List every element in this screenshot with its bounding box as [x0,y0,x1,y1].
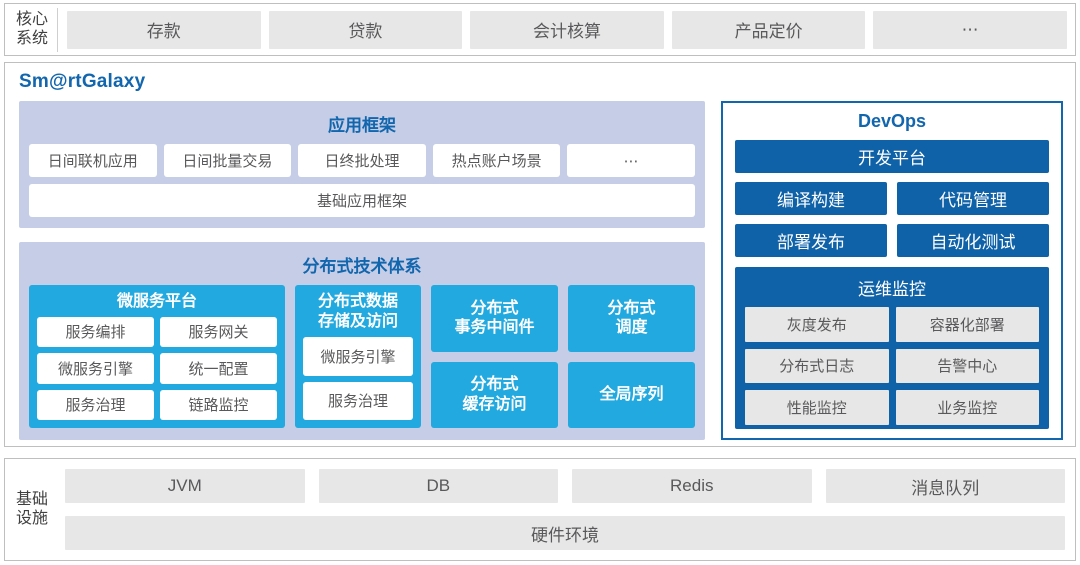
distributed-column-4: 分布式 调度 全局序列 [568,285,695,428]
infra-item-hardware-environment[interactable]: 硬件环境 [65,516,1065,550]
micro-item-service-orchestration[interactable]: 服务编排 [37,316,154,347]
microservice-platform-title: 微服务平台 [116,293,197,310]
distributed-tech-panel: 分布式技术体系 微服务平台 服务编排 服务网关 微服务引擎 统一配置 服务治理 … [19,242,705,440]
distributed-cache-access-line1: 分布式 [470,376,519,394]
infra-item-message-queue[interactable]: 消息队列 [825,469,1065,503]
ops-item-distributed-logs[interactable]: 分布式日志 [745,348,889,384]
core-systems-items: 存款 贷款 会计核算 产品定价 ⋯ [58,10,1075,49]
app-item-base-framework[interactable]: 基础应用框架 [29,184,695,217]
devops-automated-testing[interactable]: 自动化测试 [897,224,1049,257]
distributed-tech-grid: 微服务平台 服务编排 服务网关 微服务引擎 统一配置 服务治理 链路监控 [29,285,695,428]
distributed-transaction-middleware-line1: 分布式 [470,299,519,317]
data-item-service-governance[interactable]: 服务治理 [303,381,413,420]
core-systems-label: 核心 系统 [5,11,57,48]
application-framework-items: 日间联机应用 日间批量交易 日终批处理 热点账户场景 ⋯ [29,144,695,177]
global-sequence-title: 全局序列 [599,385,663,405]
app-item-more[interactable]: ⋯ [567,144,695,177]
infrastructure-label-line1: 基础 [15,491,48,509]
distributed-data-block: 分布式数据 存储及访问 微服务引擎 服务治理 [295,285,421,428]
core-systems-label-line2: 系统 [15,29,48,47]
infrastructure-hardware-row: 硬件环境 [65,516,1065,550]
distributed-scheduling-block[interactable]: 分布式 调度 [568,285,695,352]
smartgalaxy-left-column: 应用框架 日间联机应用 日间批量交易 日终批处理 热点账户场景 ⋯ 基础应用框架… [19,101,705,440]
distributed-tech-title: 分布式技术体系 [302,257,422,276]
infra-item-redis[interactable]: Redis [572,469,812,503]
distributed-data-title: 分布式数据 存储及访问 [303,292,413,337]
app-item-eod-batch[interactable]: 日终批处理 [298,144,426,177]
data-item-microservice-engine[interactable]: 微服务引擎 [303,337,413,376]
application-framework-title: 应用框架 [328,116,396,135]
infra-item-jvm[interactable]: JVM [65,469,305,503]
core-system-item-deposit[interactable]: 存款 [67,10,261,49]
distributed-transaction-middleware-block[interactable]: 分布式 事务中间件 [431,285,558,352]
app-item-daytime-online[interactable]: 日间联机应用 [29,144,157,177]
micro-item-microservice-engine[interactable]: 微服务引擎 [37,353,154,384]
distributed-column-3: 分布式 事务中间件 分布式 缓存访问 [431,285,558,428]
micro-item-link-monitoring[interactable]: 链路监控 [160,389,277,420]
core-systems-band: 核心 系统 存款 贷款 会计核算 产品定价 ⋯ [4,3,1076,56]
ops-item-performance-monitoring[interactable]: 性能监控 [745,390,889,425]
distributed-cache-access-block[interactable]: 分布式 缓存访问 [431,361,558,428]
devops-deploy-release[interactable]: 部署发布 [735,224,887,257]
ops-monitoring-items: 灰度发布 容器化部署 分布式日志 告警中心 性能监控 业务监控 [745,307,1039,425]
devops-dev-platform[interactable]: 开发平台 [735,140,1049,173]
application-framework-base-row: 基础应用框架 [29,184,695,217]
core-systems-divider [57,7,58,52]
global-sequence-line1: 全局序列 [599,385,664,403]
devops-pair-1: 编译构建 代码管理 [735,182,1049,215]
distributed-scheduling-line2: 调度 [615,319,648,337]
devops-compile-build[interactable]: 编译构建 [735,182,887,215]
ops-monitoring-block: 运维监控 灰度发布 容器化部署 分布式日志 告警中心 性能监控 业务监控 [735,267,1049,429]
application-framework-panel: 应用框架 日间联机应用 日间批量交易 日终批处理 热点账户场景 ⋯ 基础应用框架 [19,101,705,228]
ops-item-gray-release[interactable]: 灰度发布 [745,307,889,342]
infra-item-db[interactable]: DB [318,469,558,503]
devops-title: DevOps [857,111,927,131]
micro-item-service-gateway[interactable]: 服务网关 [160,316,277,347]
ops-item-container-deploy[interactable]: 容器化部署 [895,307,1039,342]
devops-pair-2: 部署发布 自动化测试 [735,224,1049,257]
microservice-platform-items: 服务编排 服务网关 微服务引擎 统一配置 服务治理 链路监控 [37,316,277,420]
core-system-item-accounting[interactable]: 会计核算 [470,10,664,49]
infrastructure-label: 基础 设施 [5,491,57,528]
smartgalaxy-container: Sm@rtGalaxy 应用框架 日间联机应用 日间批量交易 日终批处理 热点账… [4,62,1076,447]
core-systems-label-line1: 核心 [15,11,48,29]
infrastructure-body: JVM DB Redis 消息队列 硬件环境 [57,469,1075,550]
distributed-transaction-middleware-title: 分布式 事务中间件 [454,299,534,338]
global-sequence-block[interactable]: 全局序列 [568,361,695,428]
core-system-item-loan[interactable]: 贷款 [268,10,463,49]
distributed-scheduling-line1: 分布式 [607,299,656,317]
app-item-daytime-batch[interactable]: 日间批量交易 [163,144,292,177]
devops-code-management[interactable]: 代码管理 [897,182,1049,215]
distributed-scheduling-title: 分布式 调度 [607,299,655,338]
infrastructure-band: 基础 设施 JVM DB Redis 消息队列 硬件环境 [4,458,1076,561]
distributed-data-title-line2: 存储及访问 [317,312,398,330]
infrastructure-items: JVM DB Redis 消息队列 [65,469,1065,503]
distributed-transaction-middleware-line2: 事务中间件 [454,319,535,337]
smartgalaxy-title: Sm@rtGalaxy [19,71,146,92]
core-system-item-pricing[interactable]: 产品定价 [671,10,866,49]
micro-item-unified-config[interactable]: 统一配置 [160,353,277,384]
app-item-hot-account[interactable]: 热点账户场景 [432,144,561,177]
microservice-platform-block: 微服务平台 服务编排 服务网关 微服务引擎 统一配置 服务治理 链路监控 [29,285,285,428]
ops-monitoring-title: 运维监控 [858,280,926,299]
micro-item-service-governance[interactable]: 服务治理 [37,389,154,420]
distributed-cache-access-line2: 缓存访问 [462,395,527,413]
infrastructure-label-line2: 设施 [15,509,48,527]
devops-panel: DevOps 开发平台 编译构建 代码管理 部署发布 自动化测试 运维监控 灰度… [721,101,1063,440]
core-system-item-more[interactable]: ⋯ [873,10,1067,49]
distributed-cache-access-title: 分布式 缓存访问 [462,375,526,414]
distributed-data-items: 微服务引擎 服务治理 [303,337,413,420]
distributed-data-title-line1: 分布式数据 [317,293,398,310]
ops-item-business-monitoring[interactable]: 业务监控 [895,390,1039,425]
ops-item-alert-center[interactable]: 告警中心 [895,348,1039,384]
